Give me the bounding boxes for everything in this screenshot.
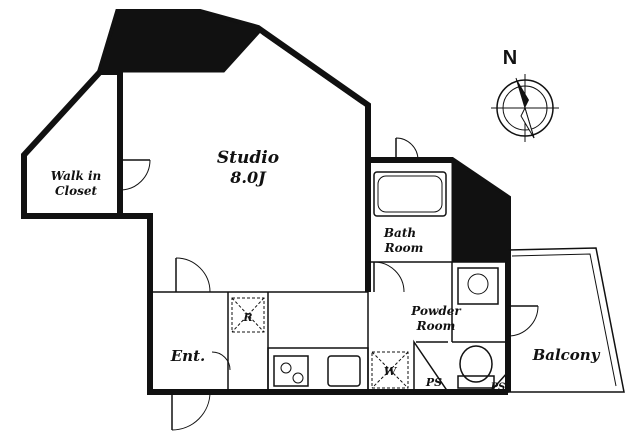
ps-label-left: PS	[425, 376, 442, 389]
ps-shaft-right	[488, 370, 509, 393]
doors	[119, 137, 539, 431]
bathtub	[373, 171, 447, 217]
bath-wall-wedge	[451, 159, 509, 263]
balcony-label: Balcony	[532, 346, 601, 364]
ps-label-right: PS	[490, 382, 506, 393]
refrigerator-space	[231, 297, 265, 333]
toilet	[457, 345, 495, 389]
washer-label: W	[384, 365, 398, 378]
powder-label-line2: Room	[416, 319, 456, 333]
compass-north-label: N	[503, 47, 517, 69]
studio-wall-wedge	[99, 11, 263, 73]
balcony-area	[507, 247, 625, 393]
kitchen-counter	[267, 347, 369, 393]
studio-label: Studio	[217, 148, 279, 168]
studio-size: 8.0J	[229, 168, 267, 187]
bath-label-line2: Room	[384, 241, 424, 255]
exterior-walls	[21, 9, 511, 395]
refrigerator-label: R	[242, 311, 252, 324]
compass-rose-icon: N	[491, 47, 559, 142]
entrance-label: Ent.	[170, 347, 206, 365]
washer-space	[371, 351, 409, 389]
bath-label-line1: Bath	[383, 226, 416, 240]
closet-label-line1: Walk in	[51, 169, 102, 183]
wash-basin	[457, 267, 499, 305]
ps-shaft-left	[413, 339, 450, 393]
powder-label-line1: Powder	[410, 304, 462, 318]
closet-label-line2: Closet	[55, 184, 98, 198]
